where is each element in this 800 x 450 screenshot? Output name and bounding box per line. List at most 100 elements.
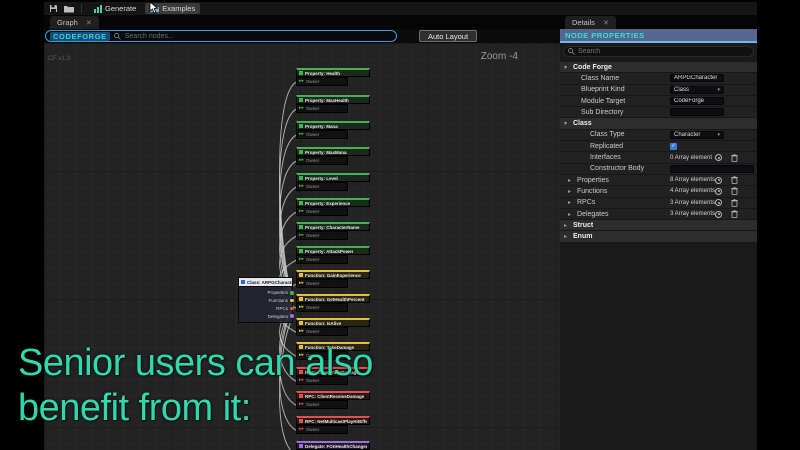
tab-details[interactable]: Details ✕	[565, 16, 616, 29]
property-label: Class Name	[581, 74, 620, 82]
section-class[interactable]: ▾Class	[560, 118, 757, 130]
clear-array-icon[interactable]	[715, 210, 722, 218]
owner-input-pin-icon[interactable]: ▸▸	[299, 131, 305, 137]
graph-node-function-isalive[interactable]: Function: IsAlive▸▸Owner	[296, 318, 370, 336]
save-icon[interactable]	[48, 4, 59, 14]
clear-array-icon[interactable]	[715, 187, 722, 195]
tab-graph-close-icon[interactable]: ✕	[85, 19, 92, 27]
examples-button[interactable]: Examples	[145, 3, 201, 14]
graph-node-property-charactername[interactable]: Property: CharacterName▸▸Owner	[296, 222, 370, 240]
auto-layout-button[interactable]: Auto Layout	[419, 30, 478, 42]
expand-icon[interactable]: ▸	[564, 222, 568, 229]
expand-icon[interactable]: ▸	[568, 177, 572, 184]
auto-layout-label: Auto Layout	[428, 31, 469, 41]
property-row-constructor-body: Constructor Body	[560, 163, 757, 175]
class-output-pin-properties[interactable]: Properties	[240, 290, 294, 295]
graph-node-property-experience[interactable]: Property: Experience▸▸Owner	[296, 198, 370, 216]
graph-node-function-takedamage[interactable]: Function: TakeDamage▸▸Owner	[296, 342, 370, 360]
replicated-checkbox[interactable]: ✓	[670, 142, 677, 150]
owner-pin-label: Owner	[306, 132, 320, 137]
owner-input-pin-icon[interactable]: ▸▸	[299, 377, 305, 383]
class-output-pin-rpcs[interactable]: RPCs	[240, 306, 294, 311]
owner-input-pin-icon[interactable]: ▸▸	[299, 401, 305, 407]
chevron-down-icon: ▾	[717, 86, 720, 93]
class-node-icon	[241, 280, 245, 284]
node-search-input[interactable]: CODEFORGE Search nodes...	[45, 30, 397, 42]
graph-node-rpc-clientreceivedamage[interactable]: RPC: ClientReceiveDamage▸▸Owner	[296, 391, 370, 409]
graph-node-rpc-servertakedamage[interactable]: RPC: ServerTakeDamage▸▸Owner	[296, 367, 370, 385]
property-label: RPCs	[577, 199, 596, 207]
expand-icon[interactable]: ▸	[564, 234, 568, 241]
owner-input-pin-icon[interactable]: ▸▸	[299, 256, 305, 262]
owner-input-pin-icon[interactable]: ▸▸	[299, 280, 305, 286]
graph-node-delegate-fonhealthchanged[interactable]: Delegate: FOnHealthChanged▸▸Owner	[296, 441, 370, 450]
graph-canvas[interactable]: CF v1.9 Zoom -4 Class: ARPGCharacter Pro…	[44, 43, 560, 450]
wire	[279, 108, 297, 295]
trash-icon[interactable]	[731, 205, 738, 223]
property-label: Module Target	[581, 97, 626, 105]
owner-input-pin-icon[interactable]: ▸▸	[299, 183, 305, 189]
class-type-dropdown[interactable]: Character▾	[670, 130, 724, 139]
owner-input-pin-icon[interactable]: ▸▸	[299, 426, 305, 432]
class-name-input[interactable]: ARPGCharacter	[670, 74, 724, 83]
rpc-node-icon	[299, 419, 303, 423]
trash-icon[interactable]	[731, 194, 738, 212]
version-watermark: CF v1.9	[48, 55, 71, 62]
module-target-input[interactable]: CodeForge	[670, 97, 724, 106]
class-output-pin-functions[interactable]: Functions	[240, 298, 294, 303]
clear-array-icon[interactable]	[715, 199, 722, 207]
tab-graph[interactable]: Graph ✕	[50, 16, 99, 29]
graph-node-rpc-netmulticastplayhiteffect[interactable]: RPC: NetMulticastPlayHitEffect▸▸Owner	[296, 416, 370, 434]
generate-icon	[94, 4, 102, 13]
graph-node-property-attackpower[interactable]: Property: AttackPower▸▸Owner	[296, 246, 370, 264]
open-folder-icon[interactable]	[63, 4, 74, 14]
trash-icon[interactable]	[731, 149, 738, 167]
trash-icon[interactable]	[731, 182, 738, 200]
expand-icon[interactable]: ▸	[568, 211, 572, 218]
clear-array-icon[interactable]	[715, 176, 722, 184]
graph-node-property-mana[interactable]: Property: Mana▸▸Owner	[296, 121, 370, 139]
expand-icon[interactable]: ▸	[568, 188, 572, 195]
graph-node-property-maxmana[interactable]: Property: MaxMana▸▸Owner	[296, 147, 370, 165]
property-node-icon	[299, 150, 303, 154]
node-label: Function: GainExperience	[305, 272, 361, 278]
section-struct[interactable]: ▸Struct	[560, 220, 757, 232]
owner-input-pin-icon[interactable]: ▸▸	[299, 157, 305, 163]
tab-details-close-icon[interactable]: ✕	[602, 19, 609, 27]
owner-input-pin-icon[interactable]: ▸▸	[299, 352, 305, 358]
blueprint-kind-dropdown[interactable]: Class ▾	[670, 85, 724, 94]
graph-node-function-gainexperience[interactable]: Function: GainExperience▸▸Owner	[296, 270, 370, 288]
expand-icon[interactable]: ▸	[568, 200, 572, 207]
wire	[279, 109, 297, 297]
class-output-pin-delegates[interactable]: Delegates	[240, 314, 294, 319]
clear-array-icon[interactable]	[715, 154, 722, 162]
chevron-down-icon: ▾	[717, 131, 720, 138]
owner-input-pin-icon[interactable]: ▸▸	[299, 232, 305, 238]
owner-input-pin-icon[interactable]: ▸▸	[299, 328, 305, 334]
generate-button[interactable]: Generate	[89, 3, 141, 14]
collapse-icon[interactable]: ▾	[564, 64, 568, 71]
section-enum[interactable]: ▸Enum	[560, 231, 757, 243]
wire	[279, 318, 294, 450]
node-label: Property: MaxHealth	[305, 97, 349, 103]
graph-node-property-maxhealth[interactable]: Property: MaxHealth▸▸Owner	[296, 95, 370, 113]
owner-pin-label: Owner	[306, 402, 320, 407]
owner-input-pin-icon[interactable]: ▸▸	[299, 304, 305, 310]
collapse-icon[interactable]: ▾	[564, 121, 568, 128]
graph-node-function-gethealthpercent[interactable]: Function: GetHealthPercent▸▸Owner	[296, 294, 370, 312]
section-code-forge[interactable]: ▾Code Forge	[560, 62, 757, 74]
node-label: Function: TakeDamage	[305, 344, 355, 350]
constructor-body-input[interactable]	[670, 164, 754, 173]
owner-input-pin-icon[interactable]: ▸▸	[299, 105, 305, 111]
details-search-input[interactable]: Search	[563, 46, 754, 57]
owner-input-pin-icon[interactable]: ▸▸	[299, 78, 305, 84]
sub-directory-input[interactable]	[670, 108, 724, 117]
owner-pin-label: Owner	[306, 281, 320, 286]
selected-value: Class	[674, 86, 690, 93]
graph-node-property-health[interactable]: Property: Health▸▸Owner	[296, 68, 370, 86]
graph-node-property-level[interactable]: Property: Level▸▸Owner	[296, 173, 370, 191]
owner-input-pin-icon[interactable]: ▸▸	[299, 208, 305, 214]
trash-icon[interactable]	[731, 171, 738, 189]
